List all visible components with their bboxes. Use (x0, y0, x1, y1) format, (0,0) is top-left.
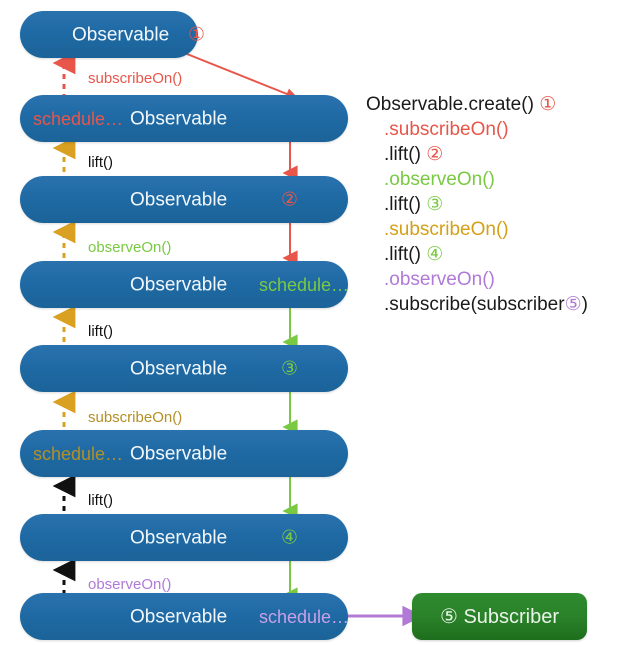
observable-pill-6[interactable]: schedule… Observable (20, 430, 348, 477)
code-line: .observeOn() (366, 267, 588, 292)
code-line: .subscribeOn() (366, 217, 588, 242)
code-line: .lift() ③ (366, 192, 588, 217)
code-segment: ⑤ (564, 294, 582, 315)
subscriber-label: ⑤ Subscriber (439, 606, 560, 628)
scheduler-label-8: schedule… (259, 606, 350, 627)
code-line: .lift() ② (366, 142, 588, 167)
observable-pill-5[interactable]: Observable ③ (20, 345, 348, 392)
code-line: .observeOn() (366, 167, 588, 192)
code-line: Observable.create() ① (366, 92, 588, 117)
edge-label-observeon-2: observeOn() (88, 576, 172, 593)
code-line: .subscribe(subscriber⑤) (366, 292, 588, 317)
observable-label: Observable (130, 527, 228, 548)
code-segment: ① (539, 94, 557, 115)
arrow-create-diagonal (171, 47, 299, 100)
scheduler-label-4: schedule… (259, 274, 350, 295)
observable-label: Observable (130, 274, 228, 295)
edge-label-lift-2: lift() (88, 323, 113, 340)
edge-label-subscribeon-1: subscribeOn() (88, 70, 183, 87)
observable-label: Observable (130, 358, 228, 379)
subscriber-pill[interactable]: ⑤ Subscriber (412, 593, 587, 640)
step-number-4: ④ (281, 527, 299, 548)
step-number-1: ① (188, 24, 206, 45)
observable-pill-3[interactable]: Observable ② (20, 176, 348, 223)
code-segment: .subscribeOn() (384, 119, 509, 140)
observable-pill-8[interactable]: Observable schedule… (20, 593, 350, 640)
step-number-3: ③ (281, 358, 299, 379)
edge-label-observeon-1: observeOn() (88, 239, 172, 256)
scheduler-label-6: schedule… (33, 443, 124, 464)
code-line: .lift() ④ (366, 242, 588, 267)
observable-pill-4[interactable]: Observable schedule… (20, 261, 350, 308)
code-segment: .lift() (384, 244, 427, 265)
code-segment: ) (581, 294, 588, 315)
code-segment: .lift() (384, 144, 427, 165)
observable-label: Observable (72, 24, 170, 45)
edge-label-subscribeon-2: subscribeOn() (88, 409, 183, 426)
code-segment: ③ (426, 194, 444, 215)
observable-label: Observable (130, 606, 228, 627)
step-number-2: ② (281, 189, 299, 210)
code-segment: ④ (426, 244, 444, 265)
observable-label: Observable (130, 189, 228, 210)
observable-pill-7[interactable]: Observable ④ (20, 514, 348, 561)
code-segment: .lift() (384, 194, 427, 215)
observable-pill-1[interactable]: Observable ① (20, 11, 205, 58)
code-segment: .observeOn() (384, 169, 495, 190)
code-segment: Observable.create() (366, 94, 540, 115)
scheduler-label-2: schedule… (33, 108, 124, 129)
code-segment: .subscribe(subscriber (384, 294, 565, 315)
edge-label-lift-1: lift() (88, 154, 113, 171)
observable-pill-2[interactable]: schedule… Observable (20, 95, 348, 142)
observable-label: Observable (130, 108, 228, 129)
code-line: .subscribeOn() (366, 117, 588, 142)
code-segment: .observeOn() (384, 269, 495, 290)
observable-label: Observable (130, 443, 228, 464)
code-listing: Observable.create() ①.subscribeOn().lift… (366, 92, 588, 317)
code-segment: .subscribeOn() (384, 219, 509, 240)
code-segment: ② (426, 144, 444, 165)
edge-label-lift-3: lift() (88, 492, 113, 509)
